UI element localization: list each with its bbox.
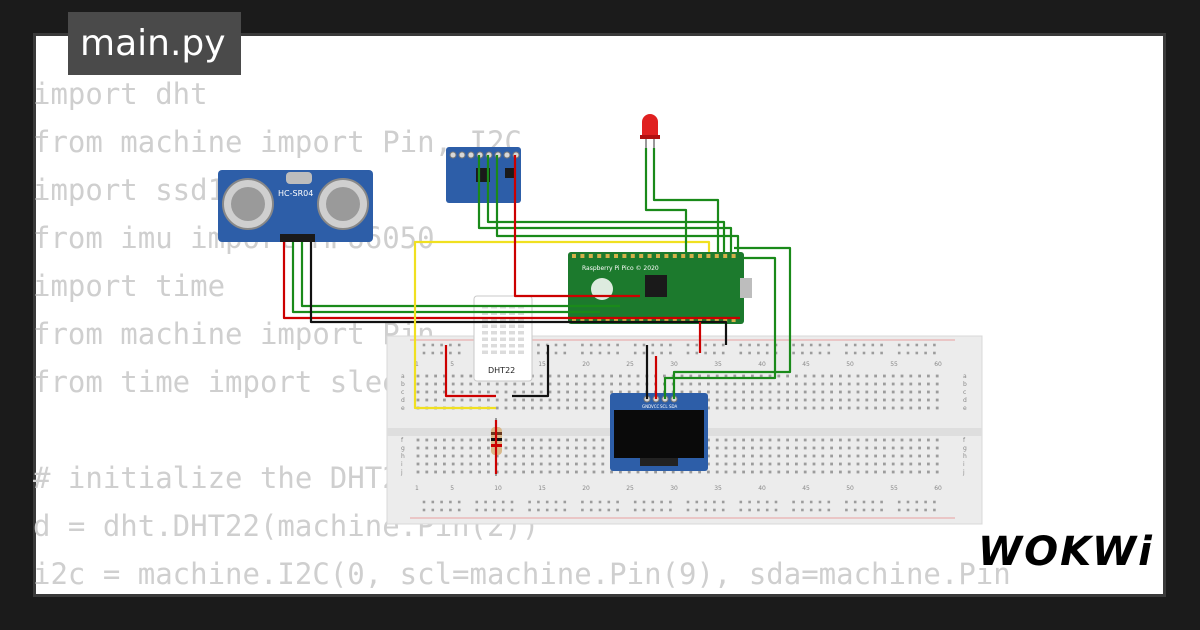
bb-col-label: 15 bbox=[538, 361, 546, 368]
wire bbox=[513, 155, 640, 298]
bb-row-label: e bbox=[963, 405, 967, 412]
raspberry-pi-pico[interactable]: Raspberry Pi Pico © 2020 bbox=[568, 252, 752, 324]
oled-pin-label: SCL bbox=[660, 404, 668, 409]
bb-row-label: c bbox=[963, 389, 966, 396]
bb-row-label: j bbox=[962, 469, 965, 476]
bb-col-label: 10 bbox=[494, 485, 502, 492]
bb-col-label: 45 bbox=[802, 361, 810, 368]
bb-col-label: 20 bbox=[582, 485, 590, 492]
oled-pin-label: SDA bbox=[669, 404, 678, 409]
bb-row-label: i bbox=[401, 461, 403, 468]
wire bbox=[663, 256, 777, 399]
bb-row-label: j bbox=[400, 469, 403, 476]
wire bbox=[652, 148, 720, 252]
pico-label: Raspberry Pi Pico © 2020 bbox=[582, 265, 659, 272]
ultrasonic-sensor[interactable]: HC-SR04 bbox=[218, 170, 373, 242]
ultrasonic-label: HC-SR04 bbox=[278, 189, 313, 198]
oled-pin-label: GND bbox=[642, 404, 651, 409]
bb-col-label: 15 bbox=[538, 485, 546, 492]
wire bbox=[300, 242, 620, 308]
bb-row-label: a bbox=[963, 373, 967, 380]
bb-row-label: f bbox=[401, 437, 404, 444]
bb-col-label: 50 bbox=[846, 361, 854, 368]
wire bbox=[413, 240, 711, 410]
bb-row-label: h bbox=[963, 453, 967, 460]
bb-row-label: c bbox=[401, 389, 404, 396]
bb-col-label: 5 bbox=[450, 485, 454, 492]
wokwi-logo[interactable]: WOKWi bbox=[978, 528, 1152, 576]
code-line: from machine import Pin, I2C bbox=[33, 125, 522, 159]
bb-col-label: 40 bbox=[758, 485, 766, 492]
file-tab-label: main.py bbox=[80, 23, 226, 64]
bb-col-label: 35 bbox=[714, 361, 722, 368]
wire bbox=[282, 242, 740, 320]
bb-row-label: g bbox=[401, 445, 405, 452]
bb-col-label: 60 bbox=[934, 361, 942, 368]
bb-col-label: 50 bbox=[846, 485, 854, 492]
wire bbox=[495, 155, 740, 252]
bb-col-label: 30 bbox=[670, 485, 678, 492]
wires bbox=[282, 148, 792, 474]
bb-row-label: g bbox=[963, 445, 967, 452]
bb-col-label: 25 bbox=[626, 485, 634, 492]
wire bbox=[644, 148, 688, 252]
wire bbox=[291, 242, 600, 314]
file-tab[interactable]: main.py bbox=[68, 12, 241, 75]
bb-col-label: 55 bbox=[890, 361, 898, 368]
bb-row-label: d bbox=[963, 397, 967, 404]
bb-col-label: 35 bbox=[714, 485, 722, 492]
code-line: import dht bbox=[33, 77, 208, 111]
bb-row-label: i bbox=[963, 461, 965, 468]
bb-col-label: 5 bbox=[450, 361, 454, 368]
wire bbox=[477, 155, 733, 252]
bb-row-label: b bbox=[401, 381, 405, 388]
bb-row-label: a bbox=[401, 373, 405, 380]
dht22-sensor[interactable]: DHT22 bbox=[473, 295, 533, 382]
bb-col-label: 20 bbox=[582, 361, 590, 368]
bb-col-label: 25 bbox=[626, 361, 634, 368]
raspberry-logo-icon bbox=[591, 278, 613, 300]
bb-col-label: 40 bbox=[758, 361, 766, 368]
bb-row-label: e bbox=[401, 405, 405, 412]
wokwi-logo-text: WOKWi bbox=[978, 529, 1154, 575]
wire bbox=[309, 242, 728, 345]
wire bbox=[444, 345, 496, 398]
wire bbox=[486, 155, 726, 252]
mpu6050-sensor[interactable] bbox=[446, 147, 521, 203]
bb-row-label: d bbox=[401, 397, 405, 404]
bb-col-label: 1 bbox=[415, 361, 419, 368]
bb-col-label: 1 bbox=[415, 485, 419, 492]
bb-col-label: 55 bbox=[890, 485, 898, 492]
bb-row-label: h bbox=[401, 453, 405, 460]
wire bbox=[672, 246, 792, 399]
bb-row-label: b bbox=[963, 381, 967, 388]
wire bbox=[512, 345, 550, 398]
led[interactable] bbox=[640, 114, 660, 148]
bb-row-label: f bbox=[963, 437, 966, 444]
bb-col-label: 45 bbox=[802, 485, 810, 492]
code-line: import time bbox=[33, 269, 226, 303]
oled-pin-label: VCC bbox=[651, 404, 660, 409]
bb-col-label: 30 bbox=[670, 361, 678, 368]
dht22-label: DHT22 bbox=[488, 366, 515, 375]
code-line: i2c = machine.I2C(0, scl=machine.Pin(9),… bbox=[33, 557, 1011, 591]
bb-col-label: 60 bbox=[934, 485, 942, 492]
